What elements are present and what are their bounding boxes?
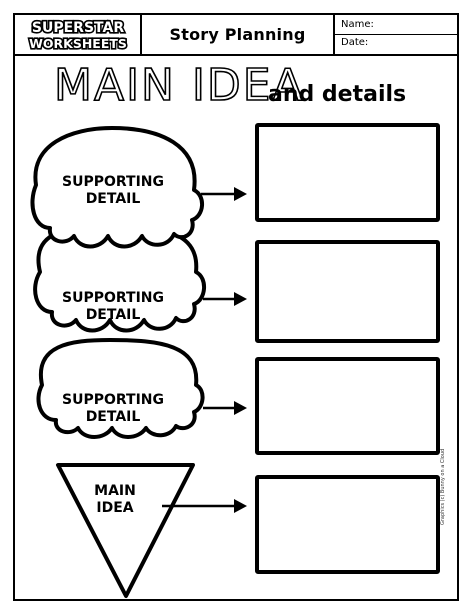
superstar-worksheets-logo: SUPERSTAR WORKSHEETS [15, 15, 142, 54]
scoop-1-label: SUPPORTING DETAIL [48, 174, 178, 208]
cone-line-1: MAIN [94, 483, 136, 499]
scoop-3-shape [36, 338, 205, 439]
cone-label: MAIN IDEA [60, 483, 170, 517]
graphics-credit: Graphics (c) Bunny on a Cloud [440, 448, 446, 525]
date-label: Date: [341, 37, 369, 48]
scoop-1-line-2: DETAIL [85, 191, 141, 207]
arrow-1-icon [201, 187, 247, 201]
main-idea-answer-box[interactable] [255, 475, 440, 574]
cone-shape [56, 463, 195, 598]
arrow-4-icon [162, 499, 247, 513]
worksheet-title: Story Planning [142, 15, 335, 54]
arrow-2-icon [203, 292, 247, 306]
main-idea-heading: MAIN IDEA [53, 60, 305, 111]
detail-1-answer-box[interactable] [255, 123, 440, 222]
name-date-box: Name: Date: [335, 15, 457, 54]
scoop-2-label: SUPPORTING DETAIL [48, 290, 178, 324]
cone-line-2: IDEA [96, 500, 134, 516]
meta-divider [335, 34, 457, 35]
scoop-3-label: SUPPORTING DETAIL [48, 392, 178, 426]
scoop-3-line-2: DETAIL [85, 409, 141, 425]
worksheet-frame [13, 13, 459, 601]
and-details-heading: and details [268, 82, 407, 107]
detail-3-answer-box[interactable] [255, 357, 440, 455]
scoop-2-line-2: DETAIL [85, 307, 141, 323]
scoop-1-line-1: SUPPORTING [62, 174, 164, 190]
logo-line-1: SUPERSTAR [32, 20, 124, 36]
arrow-3-icon [203, 401, 247, 415]
scoop-2-line-1: SUPPORTING [62, 290, 164, 306]
logo-line-2: WORKSHEETS [29, 36, 127, 51]
worksheet-header [13, 13, 459, 56]
scoop-3-line-1: SUPPORTING [62, 392, 164, 408]
scoop-1-shape [30, 126, 204, 249]
detail-2-answer-box[interactable] [255, 240, 440, 343]
name-label: Name: [341, 19, 374, 30]
